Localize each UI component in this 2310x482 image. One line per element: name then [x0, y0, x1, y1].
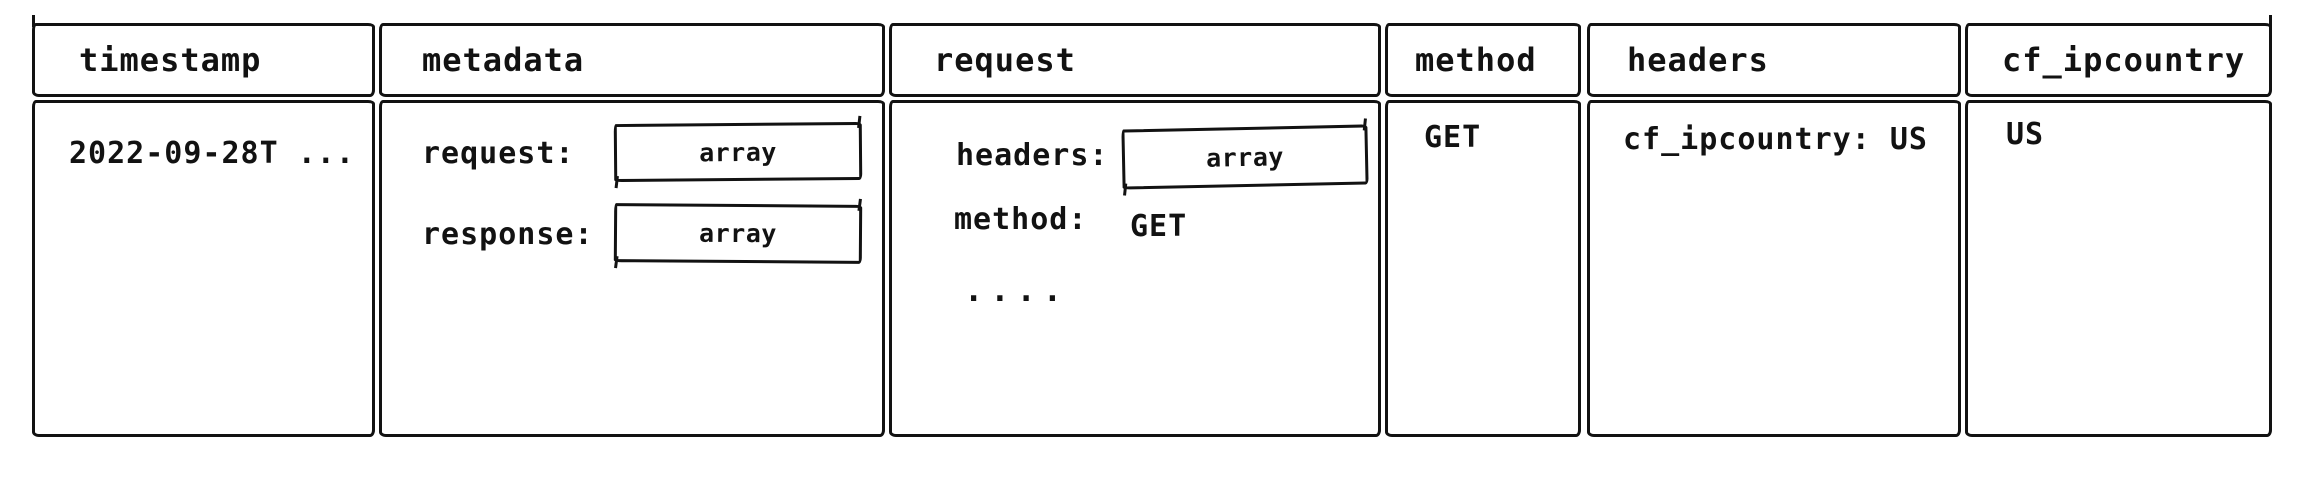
column-header-label-metadata: metadata — [422, 41, 585, 79]
request-headers-array-box: array — [1121, 124, 1369, 190]
cell-method: GET — [1385, 100, 1581, 437]
column-method: method GET — [1385, 0, 1581, 482]
metadata-request-array-value: array — [698, 137, 778, 167]
metadata-response-array-value: array — [699, 218, 777, 249]
request-more-fields-ellipsis: .... — [964, 271, 1070, 309]
column-header-headers: headers — [1587, 23, 1961, 97]
request-method-key: method: — [954, 202, 1088, 237]
column-timestamp: timestamp 2022-09-28T ... — [32, 0, 375, 482]
column-header-method: method — [1385, 23, 1581, 97]
request-method-value: GET — [1130, 209, 1188, 244]
column-request: request headers: array method: GET .... — [889, 0, 1381, 482]
request-headers-array-value: array — [1205, 141, 1285, 173]
column-header-label-timestamp: timestamp — [79, 41, 262, 79]
headers-value: cf_ipcountry: US — [1623, 122, 1928, 157]
metadata-response-key: response: — [422, 217, 594, 252]
column-header-label-cf-ipcountry: cf_ipcountry — [2002, 41, 2246, 79]
column-header-label-method: method — [1415, 41, 1537, 79]
cell-headers: cf_ipcountry: US — [1587, 100, 1961, 437]
cf-ipcountry-value: US — [2006, 117, 2045, 152]
method-value: GET — [1424, 120, 1482, 155]
column-header-label-request: request — [934, 41, 1076, 79]
column-header-timestamp: timestamp — [32, 15, 375, 97]
cell-cf-ipcountry: US — [1965, 100, 2272, 437]
cell-metadata: request: array response: array — [379, 100, 885, 437]
request-headers-key: headers: — [956, 138, 1109, 173]
column-header-request: request — [889, 23, 1381, 97]
timestamp-value: 2022-09-28T ... — [69, 136, 355, 171]
column-header-cf-ipcountry: cf_ipcountry — [1965, 15, 2272, 97]
column-headers: headers cf_ipcountry: US — [1587, 0, 1961, 482]
column-header-label-headers: headers — [1627, 41, 1769, 79]
column-cf-ipcountry: cf_ipcountry US — [1965, 0, 2272, 482]
metadata-request-array-box: array — [613, 121, 863, 183]
cell-timestamp: 2022-09-28T ... — [32, 100, 375, 437]
metadata-request-key: request: — [422, 136, 575, 171]
column-header-metadata: metadata — [379, 23, 885, 97]
cell-request: headers: array method: GET .... — [889, 100, 1381, 437]
column-metadata: metadata request: array response: array — [379, 0, 885, 482]
metadata-response-array-box: array — [613, 203, 863, 264]
